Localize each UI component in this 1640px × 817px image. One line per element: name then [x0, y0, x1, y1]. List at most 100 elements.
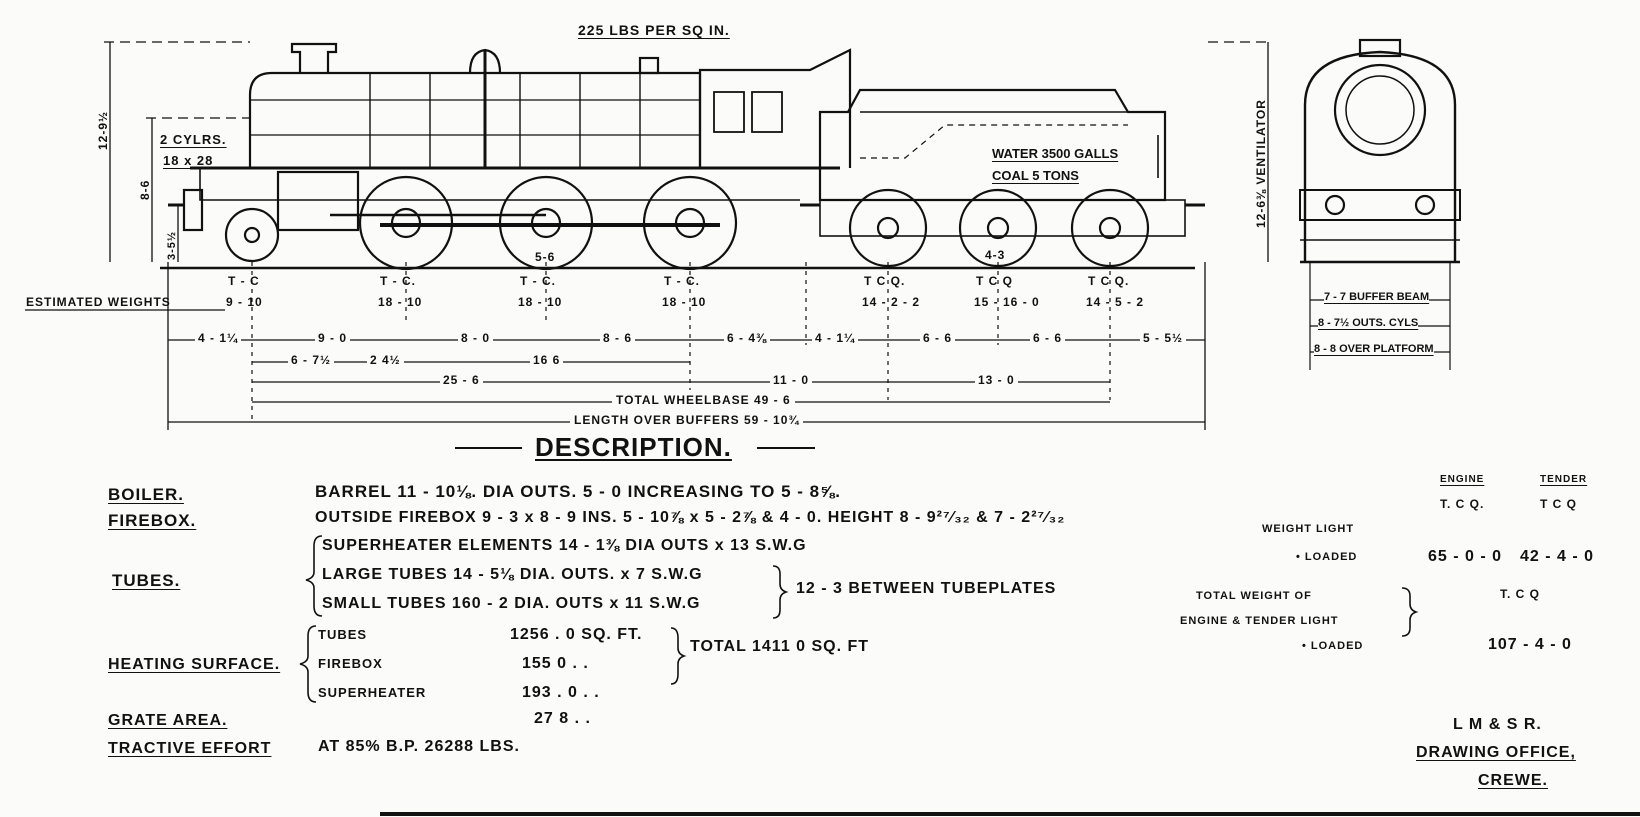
heating-surface-label: HEATING SURFACE.	[108, 656, 281, 673]
loaded-label: • LOADED	[1296, 551, 1358, 563]
axle-weight-value: 18 - 10	[518, 295, 563, 309]
dim-row2-label: 16 6	[530, 353, 564, 367]
heating-value-firebox: 155 0 . .	[522, 655, 589, 672]
axle-weight-value: 9 - 10	[226, 295, 263, 309]
tubes-line-2: LARGE TUBES 14 - 5⅛ DIA. OUTS. x 7 S.W.G	[322, 566, 703, 583]
tender-body	[818, 88, 1167, 202]
heating-total: TOTAL 1411 0 SQ. FT	[690, 638, 870, 655]
units-tender: T C Q	[1540, 497, 1577, 511]
grate-area-label: GRATE AREA.	[108, 712, 228, 729]
firebox-text: OUTSIDE FIREBOX 9 - 3 x 8 - 9 INS. 5 - 1…	[315, 509, 1066, 526]
units-engine: T. C Q.	[1440, 497, 1485, 511]
heating-value-tubes: 1256 . 0 SQ. FT.	[510, 626, 643, 643]
heating-item-firebox: FIREBOX	[318, 656, 383, 671]
over-platform-dim: 8 - 8 OVER PLATFORM	[1314, 343, 1434, 355]
tubes-line-3: SMALL TUBES 160 - 2 DIA. OUTS x 11 S.W.G	[322, 595, 701, 612]
axle-weight-unit: T - C	[228, 274, 260, 288]
dim-row2-label: 2 4½	[367, 353, 404, 367]
total-weight-label-1: TOTAL WEIGHT OF	[1196, 590, 1312, 602]
tender-wheel-3	[1070, 188, 1150, 268]
axle-weight-value: 18 - 10	[378, 295, 423, 309]
tubes-label: TUBES.	[112, 571, 181, 590]
dim-row1-label: 6 - 6	[1030, 331, 1066, 345]
safety-valve	[638, 56, 660, 75]
axle-weight-value: 18 - 10	[662, 295, 707, 309]
engine-buffer-beam	[182, 188, 204, 232]
dim-buffer-height: 3-5½	[166, 230, 178, 260]
dim-row1-label: 9 - 0	[315, 331, 351, 345]
axle-weight-unit: T - C.	[664, 274, 700, 288]
pressure-label: 225 LBS PER SQ IN.	[578, 22, 730, 38]
boiler-text: BARREL 11 - 10⅛. DIA OUTS. 5 - 0 INCREAS…	[315, 482, 842, 501]
cab-window-left	[713, 91, 745, 133]
cab-window-right	[751, 91, 783, 133]
description-title: DESCRIPTION.	[535, 432, 732, 462]
tractive-effort-label: TRACTIVE EFFORT	[108, 740, 272, 757]
estimated-weights-label: ESTIMATED WEIGHTS	[26, 295, 171, 309]
dim-row1-label: 4 - 1¼	[195, 331, 242, 345]
tubes-brace	[305, 535, 323, 617]
cab-outline	[698, 48, 852, 168]
dim-row1-label: 8 - 6	[600, 331, 636, 345]
heating-item-superheater: SUPERHEATER	[318, 685, 427, 700]
wheel-dia-tender: 4-3	[985, 248, 1006, 262]
outs-cyls-dim: 8 - 7½ OUTS. CYLS	[1318, 317, 1419, 329]
cylinders-label: 2 CYLRS.	[160, 132, 227, 147]
weight-light-label: WEIGHT LIGHT	[1262, 523, 1355, 535]
heating-brace	[299, 625, 317, 703]
dim-row3-label: 11 - 0	[770, 373, 813, 387]
total-loaded: 107 - 4 - 0	[1488, 636, 1572, 653]
wheel-dia-coupled: 5-6	[535, 250, 556, 264]
chimney	[290, 42, 338, 73]
col-engine: ENGINE	[1440, 474, 1485, 485]
total-weight-label-2: ENGINE & TENDER LIGHT	[1180, 615, 1339, 627]
tender-coal: COAL 5 TONS	[992, 168, 1079, 183]
firebox-label: FIREBOX.	[108, 511, 197, 530]
dim-row2-label: 6 - 7½	[288, 353, 335, 367]
tubes-note: 12 - 3 BETWEEN TUBEPLATES	[796, 580, 1057, 597]
boiler-label: BOILER.	[108, 485, 184, 504]
office-company: L M & S R.	[1453, 716, 1542, 733]
dim-row3-label: 13 - 0	[975, 373, 1018, 387]
dim-row1-label: 6 - 4⅜	[724, 331, 771, 345]
tender-wheel-1	[848, 188, 928, 268]
cylinders-size: 18 x 28	[163, 153, 214, 168]
total-loaded-label: • LOADED	[1302, 640, 1364, 652]
axle-weight-value: 15 - 16 - 0	[974, 295, 1040, 309]
tubes-line-1: SUPERHEATER ELEMENTS 14 - 1⅜ DIA OUTS x …	[322, 537, 807, 554]
heating-value-superheater: 193 . 0 . .	[522, 684, 600, 701]
office-place: CREWE.	[1478, 772, 1548, 789]
tractive-effort-text: AT 85% B.P. 26288 LBS.	[318, 738, 520, 755]
dim-row1-label: 4 - 1¼	[812, 331, 859, 345]
axle-weight-unit: T - C.	[520, 274, 556, 288]
tender-water: WATER 3500 GALLS	[992, 146, 1119, 161]
office-dept: DRAWING OFFICE,	[1416, 744, 1576, 761]
axle-weight-value: 14 - 5 - 2	[1086, 295, 1145, 309]
total-units: T. C Q	[1500, 587, 1541, 601]
dim-boiler-center: 8-6	[138, 179, 152, 200]
dim-height-overall: 12-9½	[96, 110, 110, 150]
dim-row3-label: 25 - 6	[440, 373, 483, 387]
length-over-buffers: LENGTH OVER BUFFERS 59 - 10¾	[570, 413, 804, 427]
boiler-outline	[248, 71, 702, 170]
heating-item-tubes: TUBES	[318, 627, 368, 642]
axle-weight-value: 14 - 2 - 2	[862, 295, 921, 309]
bogie-wheel	[224, 207, 280, 263]
dim-ventilator: 12-6⅜ VENTILATOR	[1254, 99, 1268, 228]
dim-row1-label: 5 - 5½	[1140, 331, 1187, 345]
cylinder	[276, 170, 360, 232]
axle-weight-unit: T - C.	[380, 274, 416, 288]
axle-weight-unit: T C Q	[976, 274, 1013, 288]
loaded-tender: 42 - 4 - 0	[1520, 548, 1595, 565]
col-tender: TENDER	[1540, 474, 1588, 485]
axle-weight-unit: T C Q.	[1088, 274, 1130, 288]
dim-row1-label: 8 - 0	[458, 331, 494, 345]
axle-weight-unit: T C Q.	[864, 274, 906, 288]
grate-area-value: 27 8 . .	[534, 710, 591, 727]
total-wheelbase: TOTAL WHEELBASE 49 - 6	[612, 393, 795, 407]
buffer-beam-dim: 7 - 7 BUFFER BEAM	[1324, 291, 1430, 303]
dim-row1-label: 6 - 6	[920, 331, 956, 345]
loaded-engine: 65 - 0 - 0	[1428, 548, 1503, 565]
